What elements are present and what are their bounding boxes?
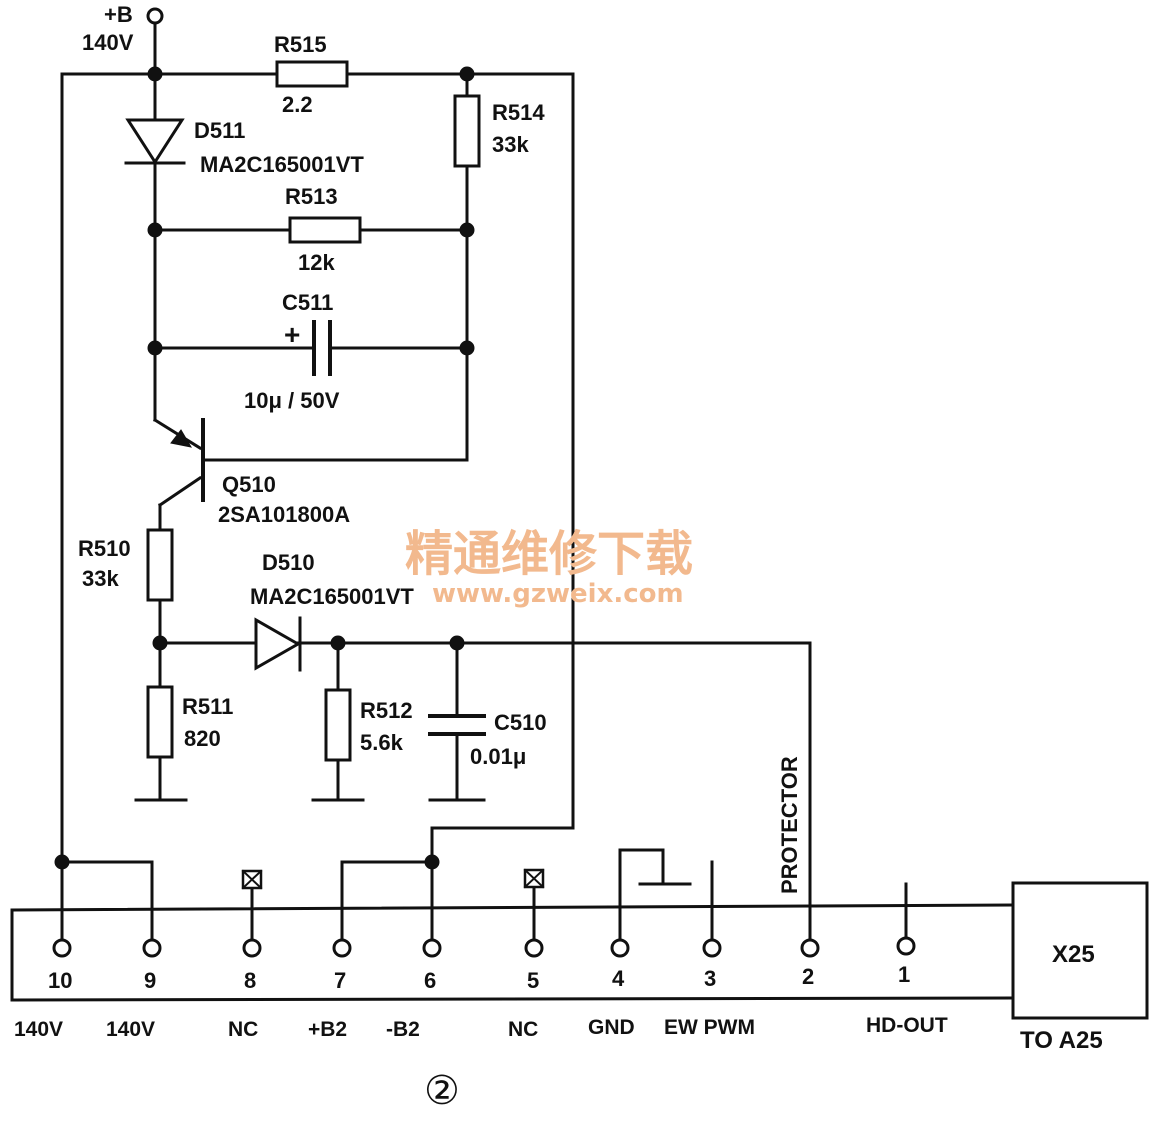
pin-number: 4 — [612, 966, 625, 991]
q510-ref: Q510 — [222, 472, 276, 497]
pin-name: -B2 — [386, 1018, 420, 1041]
pin-number: 5 — [527, 968, 539, 993]
pin-number: 2 — [802, 964, 814, 989]
x25-note: TO A25 — [1020, 1027, 1103, 1054]
c510-value: 0.01μ — [470, 744, 526, 769]
connector-pins — [52, 936, 916, 958]
watermark-cn: 精通维修下载 — [405, 526, 693, 582]
d511-part: MA2C165001VT — [200, 152, 364, 177]
pin-number: 1 — [898, 962, 910, 987]
d510-ref: D510 — [262, 550, 315, 575]
pin-name: EW PWM — [664, 1016, 755, 1039]
watermark-url: www.gzweix.com — [432, 579, 684, 609]
c511-value: 10μ / 50V — [244, 388, 340, 413]
r512-resistor — [324, 688, 352, 762]
c511-ref: C511 — [282, 290, 333, 315]
r512-value: 5.6k — [360, 730, 404, 755]
pin-name: NC — [228, 1018, 258, 1041]
r511-ref: R511 — [182, 694, 233, 719]
junction-dots — [54, 66, 475, 870]
supply-name: +B — [104, 2, 133, 27]
r513-resistor — [288, 216, 362, 244]
pin-number: 9 — [144, 968, 156, 993]
pin-number: 10 — [48, 968, 72, 993]
pin-number: 3 — [704, 966, 716, 991]
pin-name: HD-OUT — [866, 1014, 948, 1037]
d511-diode — [124, 118, 186, 165]
r511-resistor — [146, 685, 174, 759]
pin-name: GND — [588, 1016, 635, 1039]
r510-value: 33k — [82, 566, 119, 591]
pin-name: 140V — [106, 1018, 155, 1041]
x25-box — [1011, 881, 1149, 1020]
r514-resistor — [453, 94, 481, 168]
x25-label: X25 — [1052, 941, 1095, 968]
q510-transistor — [170, 418, 205, 502]
r510-resistor — [146, 528, 174, 602]
c510-ref: C510 — [494, 710, 547, 735]
d510-part: MA2C165001VT — [250, 584, 414, 609]
r515-value: 2.2 — [282, 92, 313, 117]
r515-resistor — [275, 60, 349, 88]
connector-body — [10, 903, 1015, 1002]
pin-number: 6 — [424, 968, 436, 993]
r510-ref: R510 — [78, 536, 131, 561]
r514-ref: R514 — [492, 100, 545, 125]
r515-ref: R515 — [274, 32, 327, 57]
protector-label: PROTECTOR — [777, 756, 802, 894]
r514-value: 33k — [492, 132, 529, 157]
figure-number: ② — [424, 1068, 460, 1114]
supply-terminal — [146, 7, 164, 25]
d510-diode — [254, 616, 302, 672]
r511-value: 820 — [184, 726, 221, 751]
pin-number: 8 — [244, 968, 256, 993]
supply-voltage: 140V — [82, 30, 134, 55]
c510-capacitor — [428, 714, 486, 736]
pin-name: 140V — [14, 1018, 63, 1041]
pin-number: 7 — [334, 968, 346, 993]
pin-numbers: 10 9 8 7 6 5 4 3 2 1 — [48, 962, 910, 993]
pin-names: 140V 140V NC +B2 -B2 NC GND EW PWM HD-OU… — [14, 1014, 948, 1041]
nc-markers — [241, 868, 545, 890]
q510-part: 2SA101800A — [218, 502, 350, 527]
c511-polarity: + — [284, 319, 300, 350]
c511-capacitor — [312, 320, 332, 376]
pin-name: +B2 — [308, 1018, 347, 1041]
r512-ref: R512 — [360, 698, 413, 723]
pin-name: NC — [508, 1018, 538, 1041]
d511-ref: D511 — [194, 118, 245, 143]
r513-value: 12k — [298, 250, 335, 275]
r513-ref: R513 — [285, 184, 338, 209]
